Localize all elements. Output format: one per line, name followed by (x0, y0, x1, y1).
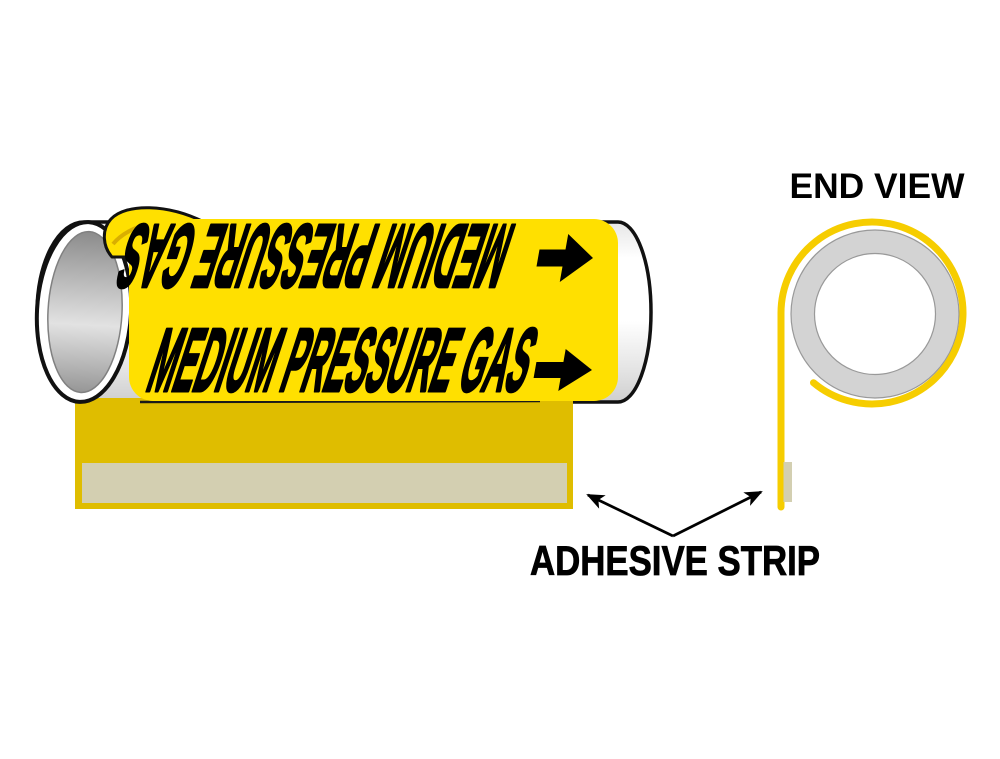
annotation-arrow-left (586, 493, 674, 538)
label-coil (777, 218, 967, 511)
flow-arrow-icon-bottom (533, 349, 592, 391)
annotation-arrow-right (672, 490, 763, 538)
end-view-title: END VIEW (790, 167, 965, 206)
adhesive-strip-label: ADHESIVE STRIP (530, 537, 820, 584)
pipe-cross-section-ring (790, 229, 960, 399)
marker-text-top: MEDIUM PRESSURE GAS (106, 206, 524, 307)
unwrapped-strip (75, 398, 573, 509)
adhesive-strip-end-view (783, 462, 792, 502)
pipe-bore (47, 230, 123, 394)
adhesive-strip-main (82, 463, 567, 503)
pipe-opening (34, 220, 134, 404)
marker-text-bottom: MEDIUM PRESSURE GAS (138, 309, 549, 410)
flow-arrow-icon-top (536, 234, 593, 282)
label-bottom-shadow (139, 399, 541, 404)
label-wrap (129, 219, 618, 401)
